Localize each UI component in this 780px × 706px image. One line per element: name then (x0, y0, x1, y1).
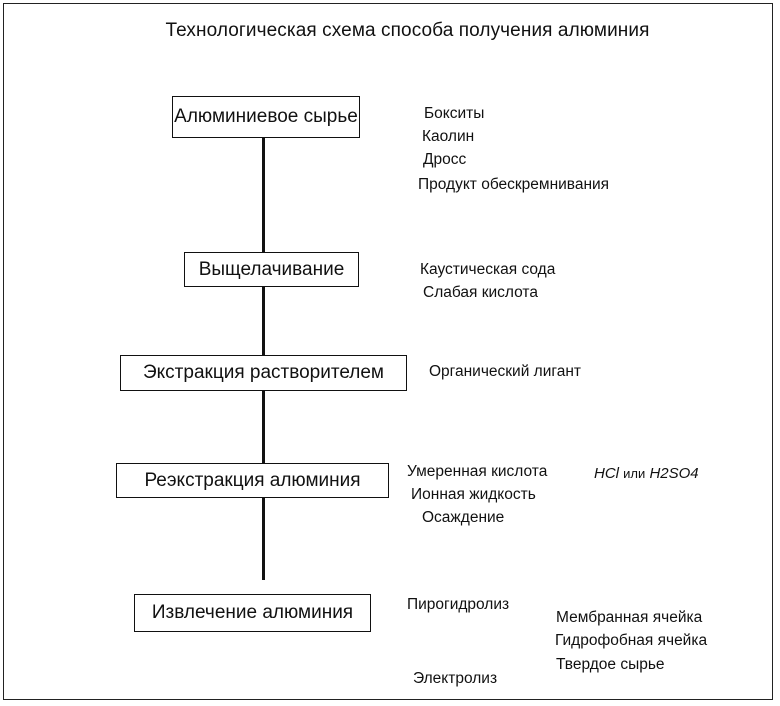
note-ionic-liquid: Ионная жидкость (411, 486, 536, 503)
note-electrolysis: Электролиз (413, 670, 498, 687)
note-kaolin: Каолин (422, 128, 475, 145)
step-label: Выщелачивание (198, 258, 345, 280)
diagram-title: Технологическая схема способа получения … (165, 20, 650, 41)
step-box-raw-material: Алюминиевое сырье (172, 96, 360, 138)
note-bauxite: Бокситы (424, 105, 485, 122)
diagram-frame (3, 3, 773, 700)
formula-hcl: HCl (594, 465, 619, 482)
step-label: Экстракция растворителем (143, 362, 384, 383)
note-hydrophobic-cell: Гидрофобная ячейка (555, 632, 708, 649)
step-box-aluminium-recovery: Извлечение алюминия (134, 594, 371, 632)
step-box-solvent-extraction: Экстракция растворителем (120, 355, 407, 391)
acid-formula: HCl или H2SO4 (594, 465, 699, 482)
note-desilication-product: Продукт обескремнивания (418, 176, 610, 193)
formula-connector: или (623, 466, 646, 481)
note-dross: Дросс (423, 151, 467, 168)
note-membrane-cell: Мембранная ячейка (556, 609, 703, 626)
step-box-aluminium-stripping: Реэкстракция алюминия (116, 463, 389, 498)
note-solid-feed: Твердое сырье (556, 656, 665, 673)
formula-h2so4: H2SO4 (649, 465, 699, 482)
note-organic-ligand: Органический лигант (429, 363, 581, 380)
note-moderate-acid: Умеренная кислота (407, 463, 548, 480)
note-weak-acid: Слабая кислота (423, 284, 538, 301)
note-precipitation: Осаждение (422, 509, 505, 526)
step-label: Алюминиевое сырье (174, 106, 358, 127)
note-caustic-soda: Каустическая сода (420, 261, 556, 278)
step-label: Реэкстракция алюминия (144, 469, 361, 491)
note-pyrohydrolysis: Пирогидролиз (407, 596, 510, 613)
step-label: Извлечение алюминия (151, 602, 354, 623)
step-box-leaching: Выщелачивание (184, 252, 359, 287)
